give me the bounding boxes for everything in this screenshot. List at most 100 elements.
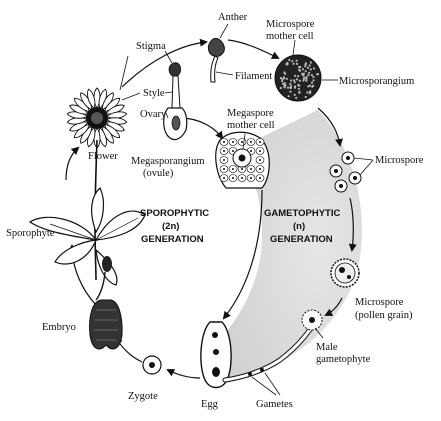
megasporangium-cell-nucleus	[223, 150, 225, 152]
microspore-pointer-1	[353, 157, 374, 161]
sporangium-texture-dot	[298, 79, 301, 82]
sporangium-texture-dot	[293, 79, 296, 82]
male-gametophyte-pointer	[314, 327, 324, 339]
sporangium-texture-dot	[293, 85, 297, 88]
sporangium-texture-dot	[295, 62, 299, 65]
sporangium-texture-dot	[298, 66, 301, 69]
label-flower: Flower	[88, 151, 118, 162]
megasporangium-cell-nucleus	[259, 159, 261, 161]
sporangium-texture-dot	[289, 90, 292, 93]
megasporangium-cell-nucleus	[223, 168, 225, 170]
megasporangium-cell-nucleus	[259, 168, 261, 170]
sporangium-texture-dot	[279, 77, 282, 80]
sporangium-texture-dot	[306, 66, 309, 69]
sporangium-texture-dot	[283, 86, 286, 89]
megasporangium-cell-nucleus	[232, 150, 234, 152]
label-embryo: Embryo	[42, 322, 76, 333]
sporangium-texture-dot	[308, 64, 311, 67]
sporangium-texture-dot	[287, 95, 290, 98]
megasporangium-cell-nucleus	[241, 141, 243, 143]
sporangium-texture-dot	[309, 68, 312, 71]
megasporangium-cell-nucleus	[259, 141, 261, 143]
microspore-pointer-2	[359, 159, 374, 176]
flower-to-style-line	[121, 92, 141, 101]
megasporangium-cell-nucleus	[223, 159, 225, 161]
label-microspore-mother-cell-2: mother cell	[266, 31, 314, 42]
anther-illustration	[207, 37, 225, 83]
label-microspore-mother-cell-1: Microspore	[266, 19, 315, 30]
sporangium-texture-dot	[312, 79, 315, 82]
sporangium-texture-dot	[312, 75, 315, 79]
embryo-illustration	[89, 256, 123, 350]
gametes-pointer-2	[264, 372, 281, 396]
cycle-arrow-egg-to-zygote	[166, 369, 201, 379]
ovary-pointer	[165, 112, 169, 119]
sporangium-texture-dot	[306, 91, 309, 94]
label-egg: Egg	[201, 399, 219, 410]
zygote-illustration	[142, 355, 162, 375]
sporangium-texture-dot	[309, 91, 312, 94]
flower-petal	[87, 88, 96, 110]
sporangium-texture-dot	[310, 74, 313, 77]
megasporangium-cell-nucleus	[223, 141, 225, 143]
label-microspore: Microspore	[375, 155, 424, 166]
label-style: Style	[143, 88, 165, 99]
sporangium-texture-dot	[295, 96, 298, 99]
sporangium-texture-dot	[304, 70, 307, 73]
label-sporophytic-2: (2n)	[162, 221, 179, 232]
sporangium-texture-dot	[295, 78, 298, 81]
megasporangium-cell-nucleus	[241, 168, 243, 170]
cycle-arrow-megasporangium-to-egg	[222, 189, 263, 320]
sporangium-texture-dot	[301, 68, 304, 71]
label-microspore-pollen-1: Microspore	[355, 297, 404, 308]
sporangium-texture-dot	[281, 80, 284, 83]
style-pointer	[164, 91, 173, 94]
label-ovary: Ovary	[140, 109, 167, 120]
sporangium-texture-dot	[304, 95, 307, 99]
egg-illustration	[200, 321, 232, 389]
sporangium-texture-dot	[290, 79, 293, 82]
gametophytic-region	[215, 110, 363, 385]
sporangium-texture-dot	[308, 71, 311, 74]
label-stigma: Stigma	[136, 41, 166, 52]
sporangium-texture-dot	[289, 82, 292, 86]
sporangium-texture-dot	[286, 86, 290, 89]
sporangium-texture-dot	[302, 77, 306, 80]
sporangium-texture-dot	[316, 73, 319, 76]
cycle-arrow-flower-to-anther	[121, 38, 208, 88]
megasporangium-illustration	[215, 131, 270, 189]
megasporangium-cell-nucleus	[250, 141, 252, 143]
megasporangium-cell-nucleus	[223, 177, 225, 179]
sporangium-texture-dot	[304, 65, 307, 68]
megasporangium-cell-nucleus	[259, 177, 261, 179]
pollen-grain-illustration	[330, 258, 360, 288]
sporangium-texture-dot	[294, 74, 297, 77]
sporangium-texture-dot	[288, 58, 291, 62]
sporangium-texture-dot	[281, 82, 285, 85]
sporangium-texture-dot	[284, 72, 287, 75]
filament-pointer	[215, 71, 234, 76]
sporangium-texture-dot	[297, 87, 300, 90]
cycle-arrow-sporophyte-to-flower	[65, 146, 80, 181]
sporangium-texture-dot	[312, 67, 316, 70]
stigma-pointer	[164, 50, 173, 64]
sporangium-texture-dot	[305, 78, 308, 82]
label-gametophytic-1: GAMETOPHYTIC	[264, 208, 340, 219]
microsporangium-illustration	[274, 54, 322, 102]
label-gametes: Gametes	[256, 399, 293, 410]
sporangium-texture-dot	[302, 79, 305, 82]
label-sporophytic-1: SPOROPHYTIC	[140, 208, 209, 219]
sporangium-texture-dot	[298, 91, 301, 94]
sporangium-texture-dot	[285, 63, 288, 66]
cycle-arrow-pollen-to-gametophyte	[324, 297, 343, 316]
label-anther: Anther	[218, 12, 248, 23]
label-gametophytic-2: (n)	[293, 221, 305, 232]
sporangium-texture-dot	[283, 84, 286, 87]
pistil-illustration	[163, 62, 188, 141]
label-filament: Filament	[235, 71, 272, 82]
sporangium-texture-dot	[298, 69, 302, 72]
label-male-gametophyte-2: gametophyte	[316, 354, 371, 365]
sporangium-texture-dot	[305, 76, 308, 80]
microspore-mother-cell-pointer	[292, 39, 296, 56]
